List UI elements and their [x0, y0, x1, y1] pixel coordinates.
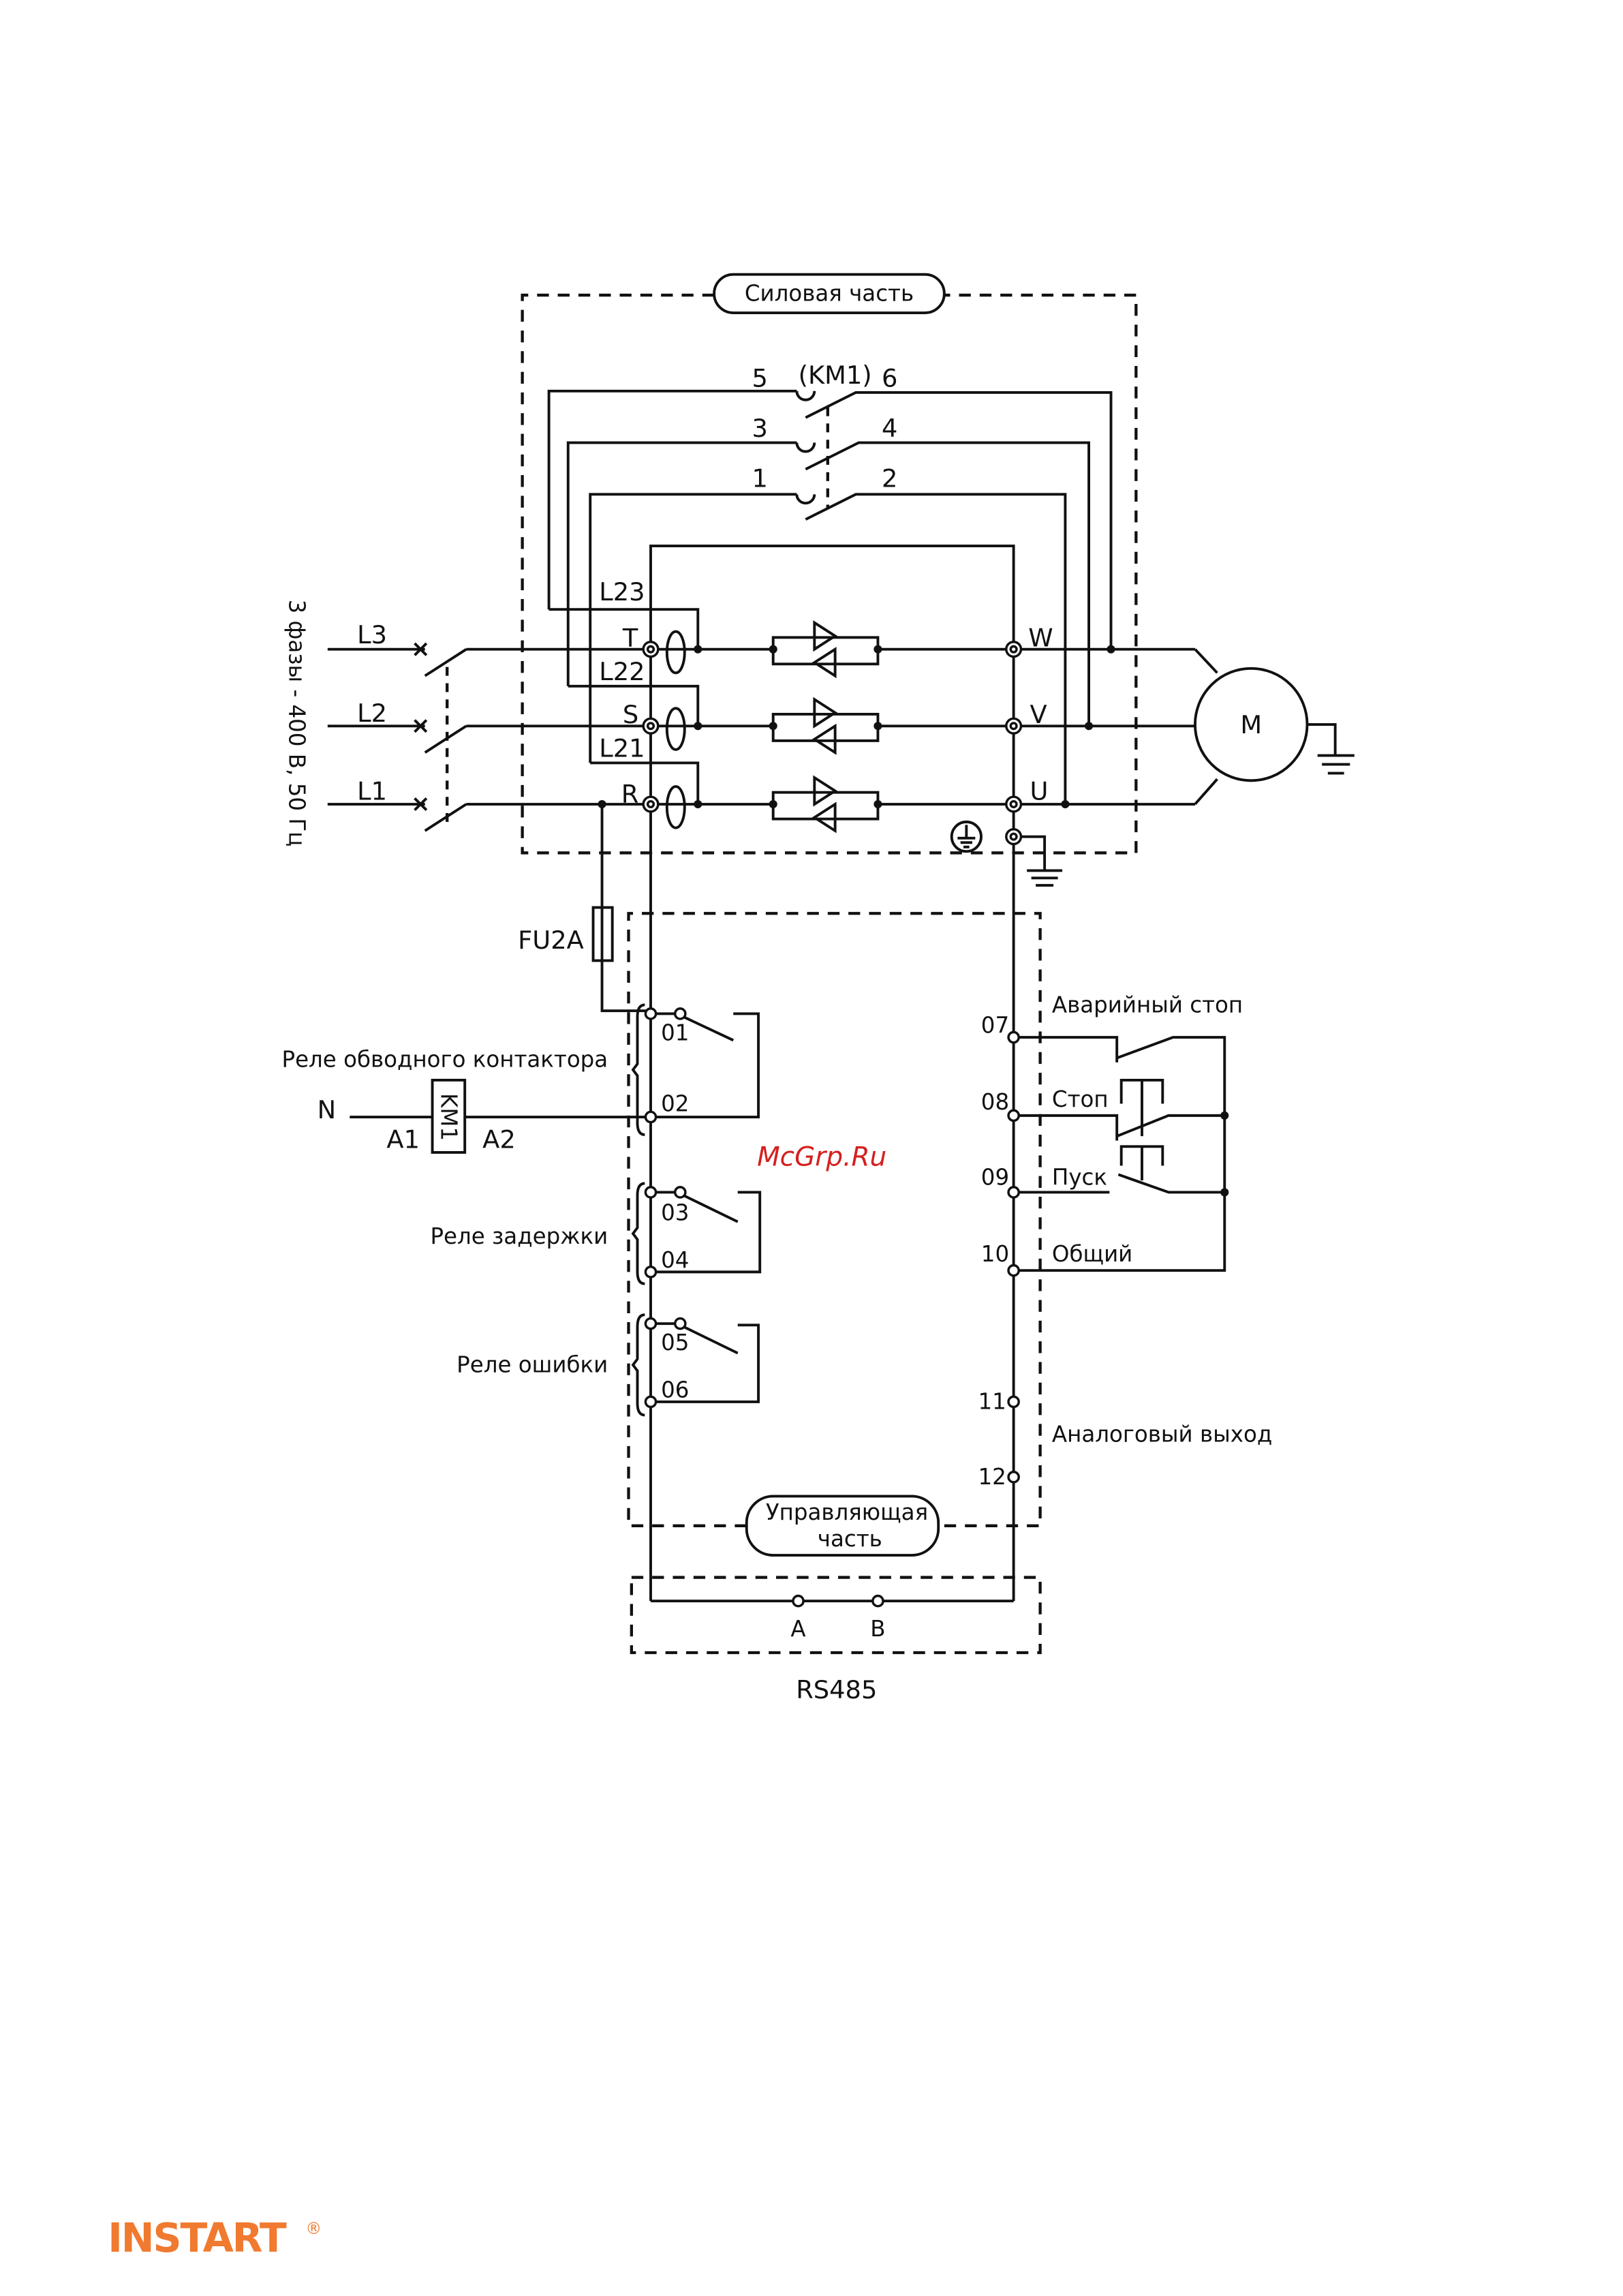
control-section-title-1: Управляющая	[766, 1499, 928, 1525]
output-terminals: W V U	[1005, 623, 1053, 846]
phase-l2-label: L2	[357, 699, 387, 728]
relay-bypass-label: Реле обводного контактора	[282, 1046, 608, 1072]
coil-a2-label: A2	[482, 1125, 516, 1154]
rs485-section: A B RS485	[630, 1576, 1042, 1704]
terminal-t-label: T	[622, 623, 638, 652]
input-terminals: T S R	[621, 623, 660, 813]
coil-label: KM1	[436, 1093, 462, 1141]
km1-terminal-6: 6	[882, 363, 897, 393]
thyristor-t	[769, 620, 882, 679]
relay-terminal-05: 05	[661, 1330, 689, 1356]
phase-inputs: L3 L2 L1	[327, 620, 651, 832]
thyristor-s	[769, 697, 882, 755]
km1-terminal-2: 2	[882, 464, 897, 493]
km1-terminal-5: 5	[752, 363, 768, 393]
thyristor-modules	[769, 620, 882, 833]
km1-terminal-3: 3	[752, 414, 768, 443]
phase-l3-label: L3	[357, 620, 387, 649]
relay-error: 05 06 Реле ошибки	[457, 1313, 760, 1417]
watermark: McGrp.Ru	[757, 1142, 886, 1172]
terminal-12: 12	[978, 1464, 1006, 1490]
common-label: Общий	[1052, 1241, 1132, 1267]
power-section-title-pill	[713, 273, 946, 314]
terminal-r-label: R	[621, 780, 639, 809]
coil-a1-label: A1	[386, 1125, 420, 1154]
rs485-a-label: A	[790, 1616, 805, 1642]
logo-text: INSTART	[108, 2215, 287, 2261]
relay-terminal-01: 01	[661, 1020, 689, 1045]
neutral-label: N	[318, 1095, 337, 1124]
supply-label: 3 фазы - 400 В, 50 Гц	[284, 600, 310, 847]
control-section: Управляющая часть FU2A KM1 N A1 A2 01 02…	[282, 804, 1272, 1557]
analog-output-label: Аналоговый выход	[1052, 1421, 1272, 1447]
motor: M	[1193, 648, 1355, 806]
bypass-contactor-km1: (KM1) 5 3 1 6 4 2	[547, 361, 1115, 809]
km1-coil: KM1 N A1 A2	[318, 1078, 651, 1154]
terminal-v-label: V	[1030, 700, 1047, 729]
ground-icon	[950, 821, 1063, 887]
rs485-b-label: B	[870, 1616, 885, 1642]
rs485-title: RS485	[796, 1675, 877, 1704]
terminal-07: 07	[981, 1013, 1009, 1039]
instart-logo: INSTART ®	[108, 2215, 322, 2261]
relay-terminal-03: 03	[661, 1200, 689, 1226]
start-label: Пуск	[1052, 1165, 1107, 1191]
emergency-stop-label: Аварийный стоп	[1052, 992, 1243, 1017]
relay-terminal-04: 04	[661, 1247, 689, 1273]
bypass-l22-label: L22	[599, 657, 645, 686]
fuse-label: FU2A	[518, 925, 584, 955]
fuse-fu2a: FU2A	[518, 804, 651, 1013]
km1-terminal-1: 1	[752, 464, 768, 493]
km1-terminal-4: 4	[882, 414, 897, 443]
terminal-11: 11	[978, 1389, 1006, 1415]
relay-delay: 03 04 Реле задержки	[430, 1182, 762, 1285]
bypass-l23-label: L23	[599, 577, 645, 607]
phase-l1-label: L1	[357, 777, 387, 806]
control-section-title-pill	[745, 1495, 940, 1557]
terminal-s-label: S	[623, 700, 638, 729]
terminal-08: 08	[981, 1089, 1009, 1115]
relay-terminal-02: 02	[661, 1090, 689, 1116]
power-section: Силовая часть 3 фазы - 400 В, 50 Гц L3 L…	[284, 273, 1355, 1602]
thyristor-r	[769, 775, 882, 833]
logo-registered-mark: ®	[305, 2219, 322, 2238]
terminal-09: 09	[981, 1165, 1009, 1191]
terminal-10: 10	[981, 1241, 1009, 1267]
relay-terminal-06: 06	[661, 1377, 689, 1403]
terminal-u-label: U	[1030, 777, 1048, 806]
bypass-l21-label: L21	[599, 734, 645, 763]
km1-label: (KM1)	[799, 361, 872, 390]
relay-bypass: 01 02 Реле обводного контактора	[282, 1003, 760, 1136]
relay-delay-label: Реле задержки	[430, 1223, 608, 1249]
relay-error-label: Реле ошибки	[457, 1352, 608, 1378]
motor-ground-icon	[1307, 723, 1355, 775]
stop-label: Стоп	[1052, 1086, 1109, 1112]
power-section-title: Силовая часть	[745, 281, 914, 307]
terminal-w-label: W	[1028, 623, 1053, 652]
motor-label: M	[1240, 710, 1262, 739]
control-section-title-2: часть	[818, 1526, 882, 1552]
control-inputs: 07 08 09 10 11 12 Аварийный стоп Стоп Пу…	[978, 992, 1272, 1490]
